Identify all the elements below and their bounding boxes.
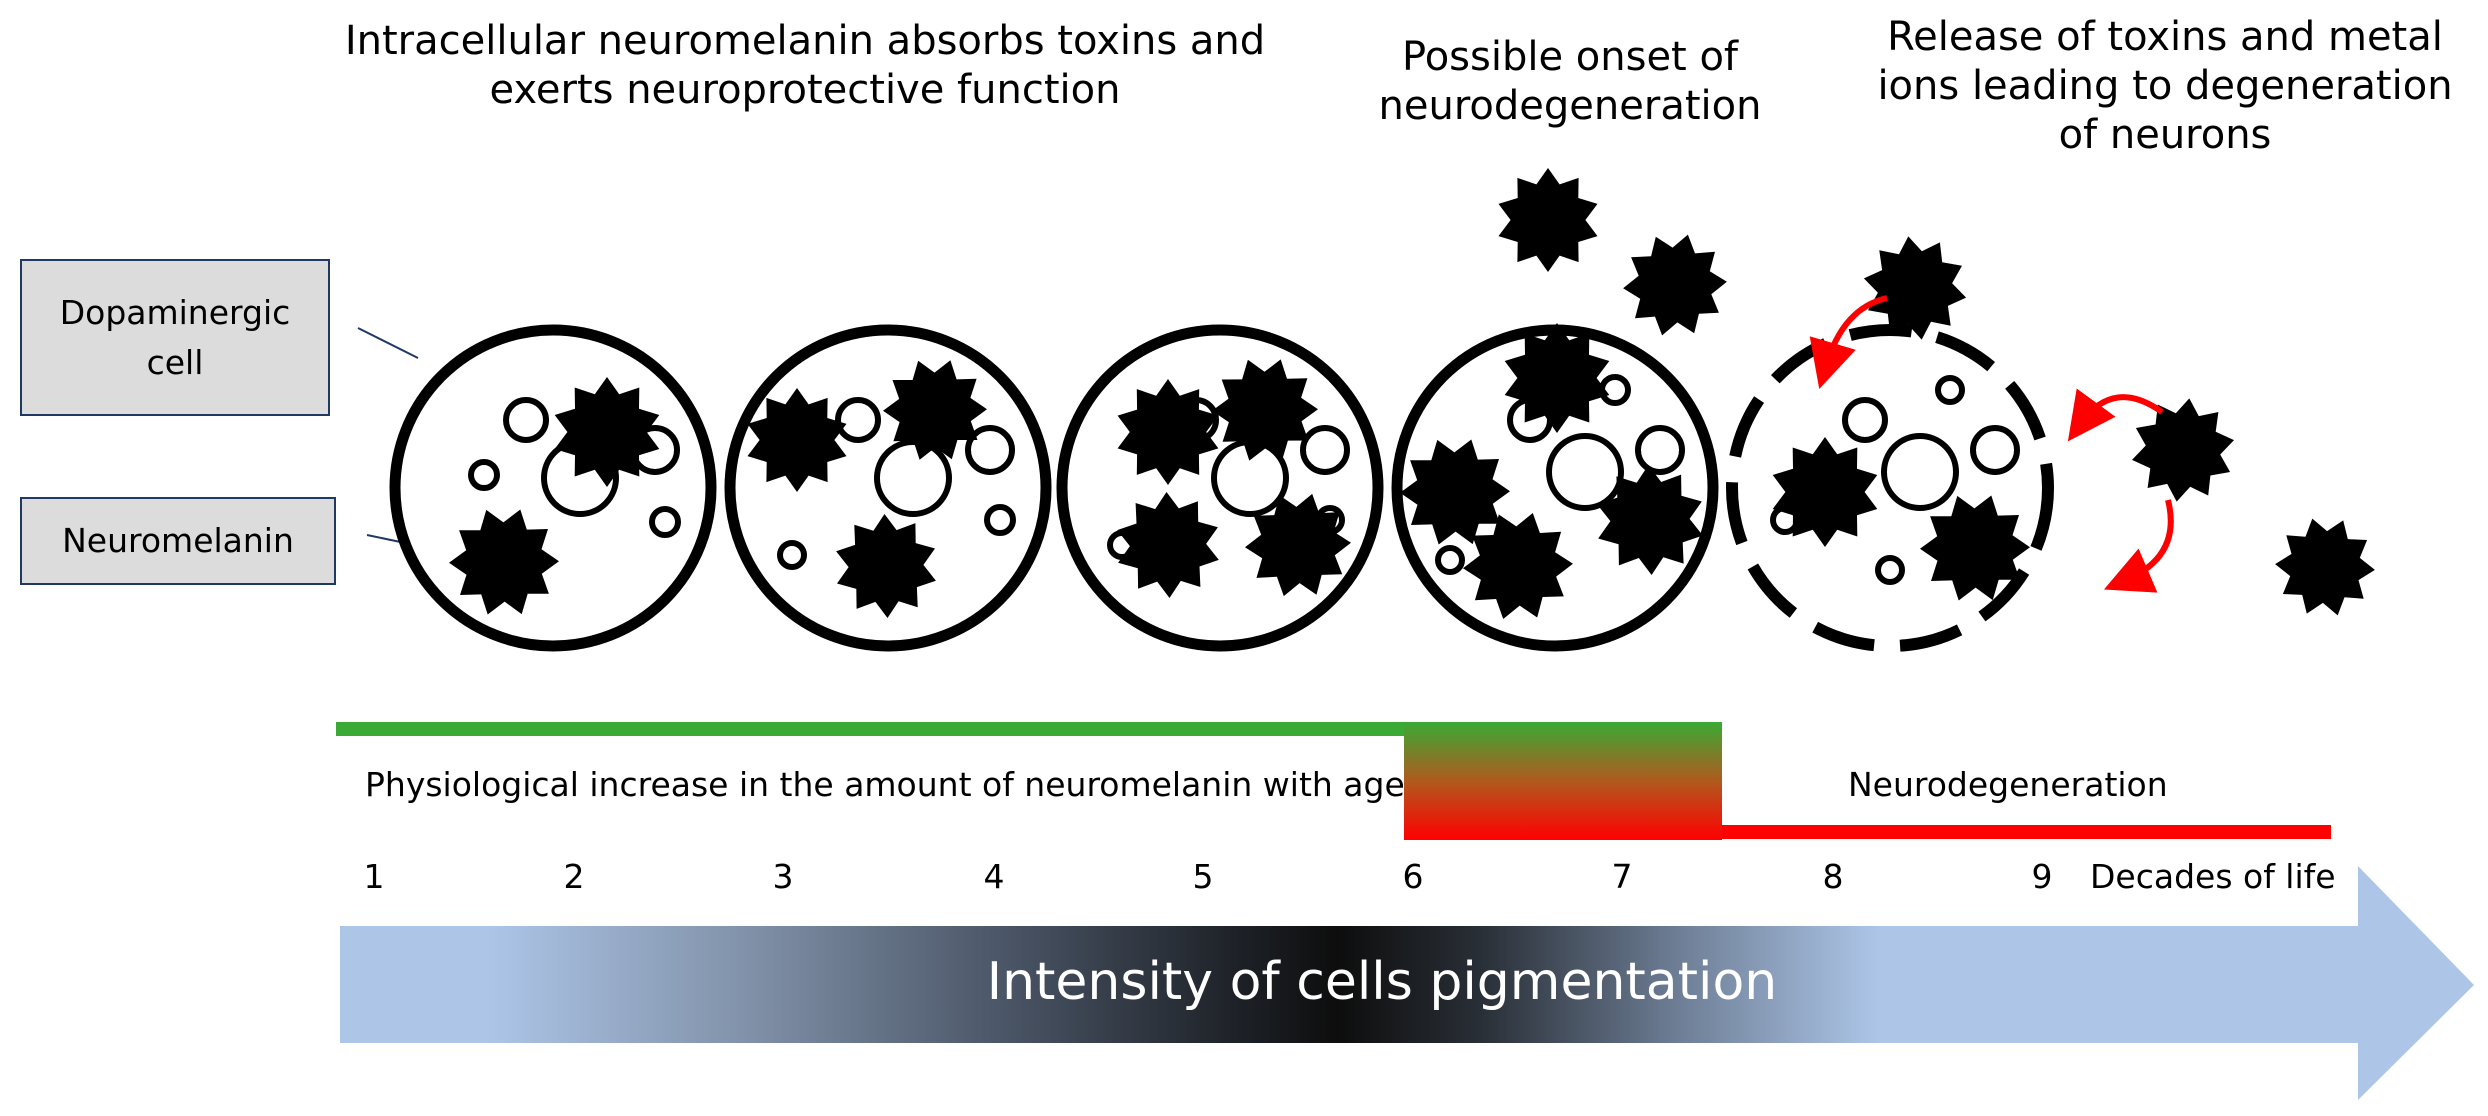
decade-tick-6: 6 (1402, 857, 1424, 896)
decade-tick-2: 2 (563, 857, 585, 896)
neuromelanin-granule (883, 360, 987, 460)
neuromelanin-granule (1117, 379, 1219, 485)
dopaminergic-cell-label-line1: Dopaminergic (59, 292, 291, 332)
neuromelanin-granule (554, 377, 660, 487)
pigmentation-arrow-label: Intensity of cells pigmentation (986, 952, 1778, 1012)
heading-stage1-line2: exerts neuroprotective function (489, 67, 1121, 113)
vesicle (965, 425, 1015, 475)
heading-stage3-line1: Release of toxins and metal (1887, 14, 2443, 60)
neuromelanin-granule (1504, 323, 1610, 433)
decades-of-life-label: Decades of life (2090, 857, 2336, 896)
release-arrow-2 (2067, 388, 2164, 442)
vesicle (1300, 425, 1350, 475)
release-arrow-3 (2103, 499, 2174, 593)
heading-stage3-line2: ions leading to degeneration (1877, 63, 2453, 109)
heading-stage3-line3: of neurons (2058, 112, 2272, 158)
dopaminergic-cell-2 (724, 324, 1052, 652)
vesicle (1546, 433, 1624, 511)
neuromelanin-granule (1463, 513, 1573, 619)
released-neuromelanin (2275, 518, 2375, 616)
dopaminergic-cell-5 (1726, 324, 2054, 652)
neurodegeneration-bar (1722, 825, 2331, 839)
pigmentation-arrow (340, 866, 2474, 1100)
transition-bar (1404, 722, 1722, 840)
physiological-label: Physiological increase in the amount of … (365, 765, 1405, 804)
vesicle (468, 459, 500, 491)
decade-tick-1: 1 (363, 857, 385, 896)
release-arrow-1 (1809, 295, 1888, 390)
vesicle (984, 504, 1016, 536)
vesicle (1875, 555, 1905, 585)
dopaminergic-cell-3 (1056, 324, 1384, 652)
neuromelanin-granule (1772, 437, 1878, 547)
dopaminergic-cell-1 (389, 324, 717, 652)
neuromelanin-granule (1245, 493, 1351, 597)
vesicle (835, 397, 881, 443)
vesicle (1635, 425, 1685, 475)
vesicle (777, 540, 807, 570)
neuromelanin-granule (449, 509, 559, 615)
heading-stage2: Possible onset of neurodegeneration (1379, 33, 1762, 131)
decade-tick-5: 5 (1192, 857, 1214, 896)
heading-stage2-line2: neurodegeneration (1378, 83, 1762, 129)
heading-stage3: Release of toxins and metal ions leading… (1877, 13, 2452, 160)
heading-stage1: Intracellular neuromelanin absorbs toxin… (345, 17, 1265, 115)
neuromelanin-granule (836, 514, 936, 618)
decade-tick-7: 7 (1611, 857, 1633, 896)
vesicle (1842, 397, 1888, 443)
vesicle (649, 506, 681, 538)
decade-tick-9: 9 (2031, 857, 2053, 896)
neuromelanin-granule (1920, 495, 2030, 601)
heading-stage2-line1: Possible onset of (1401, 34, 1739, 80)
decade-tick-3: 3 (772, 857, 794, 896)
released-neuromelanin (1498, 168, 1598, 272)
dopaminergic-cell-4 (1391, 323, 1719, 652)
cell-membrane (1056, 324, 1384, 652)
released-neuromelanin (1623, 234, 1727, 336)
neuromelanin-granule (747, 388, 847, 492)
vesicle (1935, 375, 1965, 405)
dopaminergic-cell-label: Dopaminergic cell (20, 259, 330, 416)
neuromelanin-label: Neuromelanin (20, 497, 336, 585)
decade-tick-4: 4 (983, 857, 1005, 896)
dopaminergic-cell-label-line2: cell (146, 342, 204, 382)
physiological-bar (336, 722, 1722, 736)
released-neuromelanin (1863, 236, 1967, 340)
cell-membrane (389, 324, 717, 652)
neuromelanin-granule (1400, 439, 1510, 545)
neuromelanin-label-text: Neuromelanin (62, 521, 294, 560)
decade-tick-8: 8 (1822, 857, 1844, 896)
heading-stage1-line1: Intracellular neuromelanin absorbs toxin… (344, 18, 1266, 64)
neuromelanin-granule (1117, 492, 1219, 598)
vesicle (1881, 433, 1959, 511)
released-neuromelanin (2132, 398, 2234, 502)
vesicle (1970, 425, 2020, 475)
vesicle (503, 397, 549, 443)
cell-label-leader (357, 327, 419, 359)
vesicle (874, 439, 952, 517)
vesicle (1435, 545, 1465, 575)
neuromelanin-granule (1212, 359, 1318, 461)
neurodegeneration-label: Neurodegeneration (1848, 765, 2168, 804)
neuromelanin-granule (1597, 465, 1703, 575)
